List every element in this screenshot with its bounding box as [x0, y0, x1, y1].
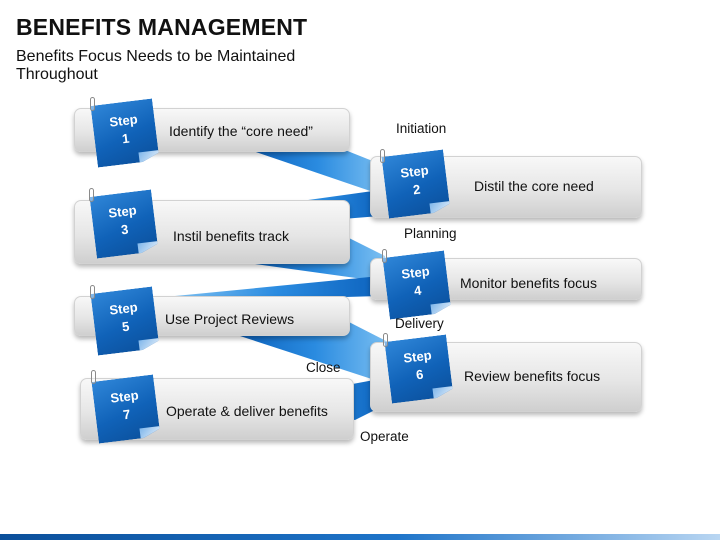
step-1-note: Step 1	[90, 98, 159, 167]
step-2-text: Distil the core need	[474, 178, 594, 194]
phase-operate: Operate	[360, 429, 409, 444]
ribbon-4-5	[175, 276, 380, 300]
phase-initiation: Initiation	[396, 121, 447, 136]
paperclip-icon	[90, 97, 95, 111]
step-3-note: Step 3	[89, 189, 158, 258]
step-4-note: Step 4	[382, 250, 451, 319]
page-subtitle: Benefits Focus Needs to be Maintained Th…	[16, 48, 296, 83]
phase-planning: Planning	[404, 226, 457, 241]
paperclip-icon	[380, 149, 385, 163]
paperclip-icon	[91, 370, 96, 384]
paperclip-icon	[89, 188, 94, 202]
step-7-note: Step 7	[91, 374, 160, 443]
step-2-note: Step 2	[381, 149, 450, 218]
step-5-text: Use Project Reviews	[165, 311, 295, 327]
step-3-text: Instil benefits track	[173, 228, 289, 244]
ribbon-5-6	[240, 320, 390, 385]
step-4-text: Monitor benefits focus	[460, 275, 597, 291]
step-5-note: Step 5	[90, 286, 159, 355]
ribbon-1-2	[250, 150, 385, 196]
step-6-text: Review benefits focus	[464, 368, 601, 384]
step-6-note: Step 6	[384, 334, 453, 403]
paperclip-icon	[382, 249, 387, 263]
footer-accent-bar	[0, 534, 720, 540]
phase-delivery: Delivery	[395, 316, 444, 331]
step-7-text: Operate & deliver benefits	[166, 403, 328, 419]
paperclip-icon	[90, 285, 95, 299]
phase-close: Close	[306, 360, 341, 375]
page-title: BENEFITS MANAGEMENT	[16, 14, 308, 40]
step-1-text: Identify the “core need”	[169, 123, 313, 139]
paperclip-icon	[383, 333, 388, 347]
